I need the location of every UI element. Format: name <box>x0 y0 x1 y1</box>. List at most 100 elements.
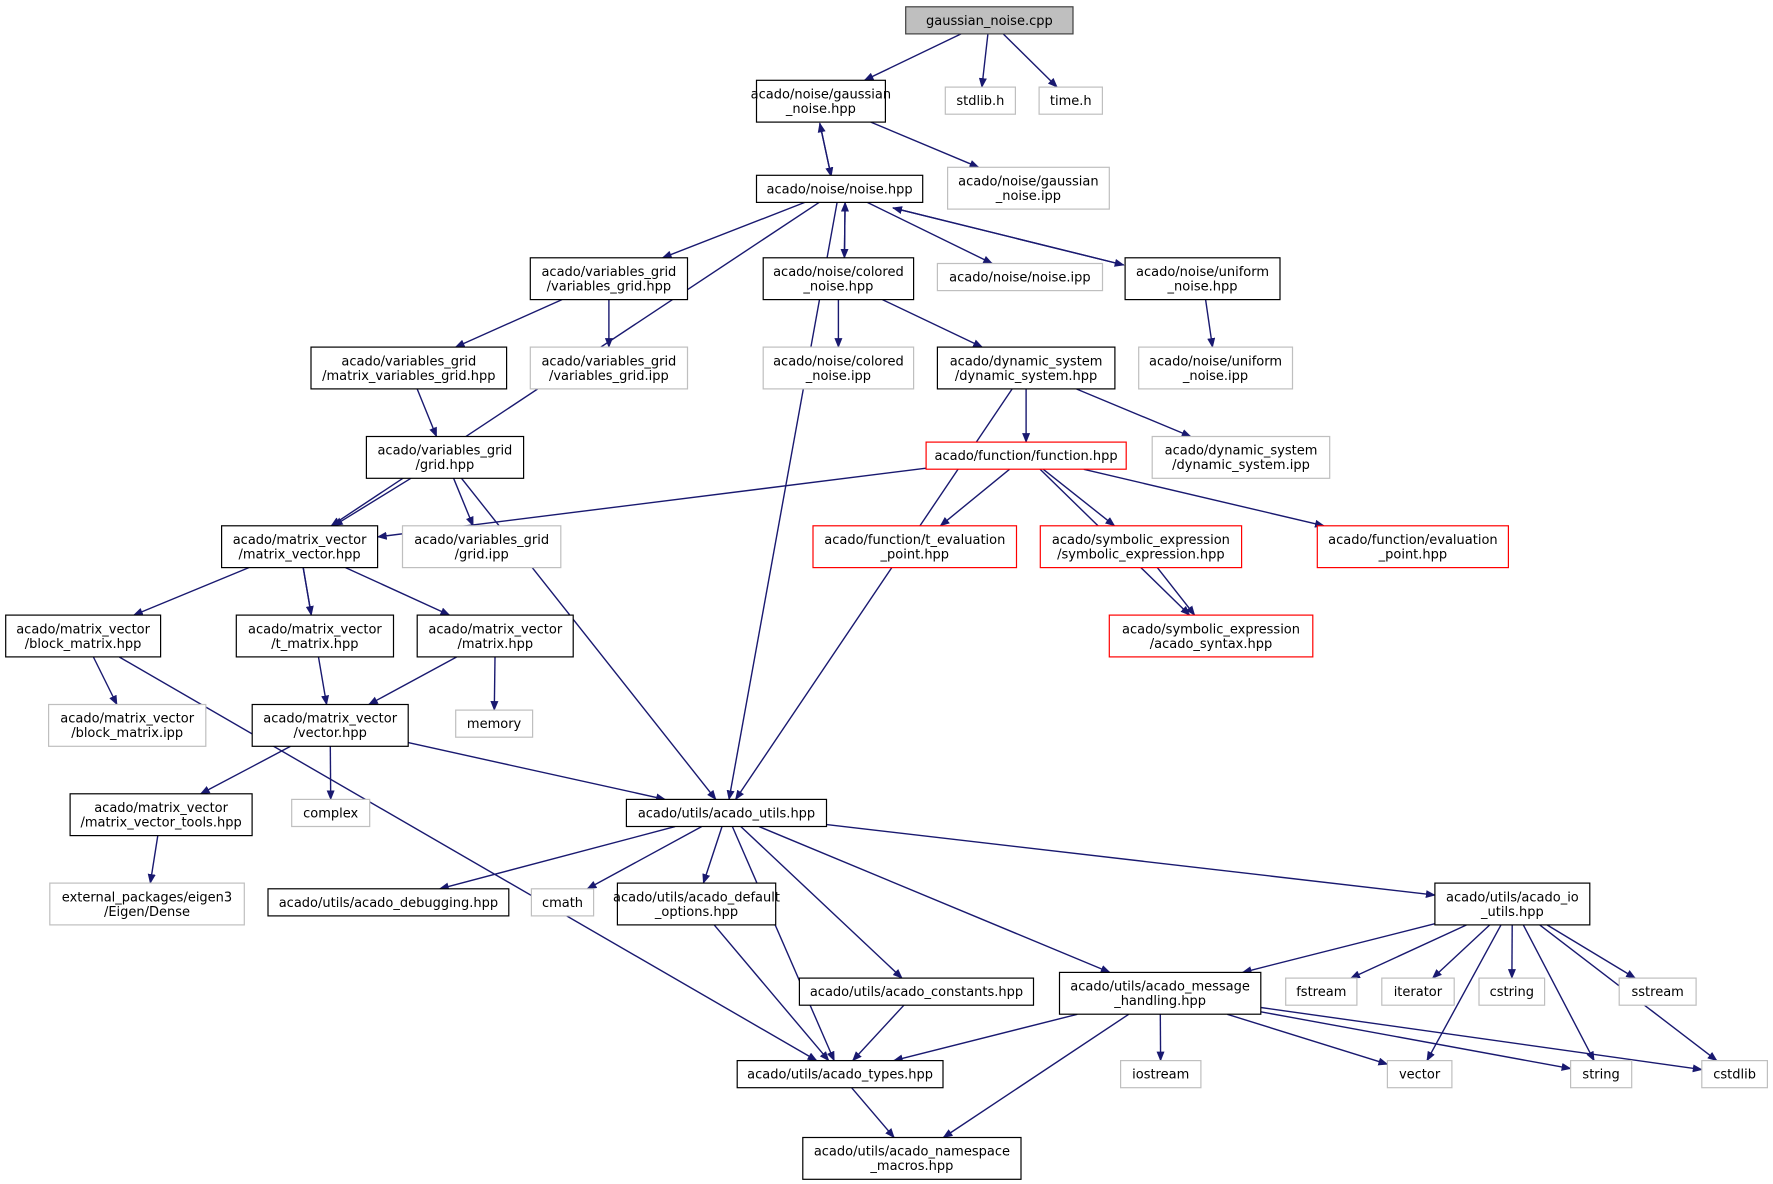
node-se-hpp[interactable]: acado/symbolic_expression/symbolic_expre… <box>1039 525 1243 569</box>
node-msg-hpp[interactable]: acado/utils/acado_message_handling.hpp <box>1058 971 1262 1015</box>
node-ds-hpp[interactable]: acado/dynamic_system/dynamic_system.hpp <box>936 346 1116 390</box>
node-vg-hpp[interactable]: acado/variables_grid/variables_grid.hpp <box>529 257 689 301</box>
node-box <box>235 614 395 658</box>
node-label-line: /matrix_vector_tools.hpp <box>80 815 241 830</box>
node-cn-hpp[interactable]: acado/noise/colored_noise.hpp <box>762 257 915 301</box>
edge-se_hpp-to-syn_hpp <box>1156 567 1196 616</box>
node-label-line: /Eigen/Dense <box>104 905 190 920</box>
node-label-line: acado/variables_grid <box>541 354 676 369</box>
node-label-line: acado/noise/noise.ipp <box>949 271 1090 286</box>
node-box <box>905 6 1074 35</box>
node-box <box>69 793 253 837</box>
edge-const_hpp-to-types_hpp <box>852 1004 905 1062</box>
node-box <box>5 614 162 658</box>
node-box <box>762 257 915 301</box>
node-label-line: acado/matrix_vector <box>263 712 397 727</box>
node-box <box>1119 1059 1202 1089</box>
node-label-line: /block_matrix.hpp <box>25 637 142 652</box>
edge-func_hpp-to-se_hpp <box>1042 468 1116 527</box>
node-label-line: acado/matrix_vector <box>248 622 382 637</box>
node-box <box>936 346 1116 390</box>
node-box <box>1124 257 1281 301</box>
node-label-line: acado/noise/uniform <box>1136 265 1269 280</box>
node-box <box>251 703 409 747</box>
node-sstream: sstream <box>1618 977 1697 1006</box>
node-box <box>736 1059 944 1089</box>
node-mv-hpp[interactable]: acado/matrix_vector/matrix_vector.hpp <box>221 525 379 569</box>
node-label-line: /acado_syntax.hpp <box>1150 637 1273 652</box>
node-mvt-hpp[interactable]: acado/matrix_vector/matrix_vector_tools.… <box>69 793 253 837</box>
node-box <box>812 525 1018 569</box>
edge-un_hpp-to-un_ipp <box>1204 299 1216 349</box>
node-root[interactable]: gaussian_noise.cpp <box>905 6 1074 35</box>
node-box <box>529 257 689 301</box>
node-box <box>365 435 525 479</box>
node-tev-hpp[interactable]: acado/function/t_evaluation_point.hpp <box>812 525 1018 569</box>
node-label-line: acado/utils/acado_io <box>1446 890 1579 905</box>
node-fstream: fstream <box>1285 977 1358 1006</box>
node-box <box>1039 525 1243 569</box>
node-vg-ipp: acado/variables_grid/variables_grid.ipp <box>529 346 689 390</box>
node-io-hpp[interactable]: acado/utils/acado_io_utils.hpp <box>1434 882 1591 926</box>
node-mvg-hpp[interactable]: acado/variables_grid/matrix_variables_gr… <box>310 346 508 390</box>
node-label-line: acado/matrix_vector <box>16 622 150 637</box>
edge-root-to-gn_hpp <box>863 33 962 81</box>
edge-io_hpp-to-msg_hpp <box>1241 923 1436 975</box>
node-label-line: fstream <box>1296 985 1346 1000</box>
node-box <box>925 441 1127 470</box>
node-label-line: _point.hpp <box>880 548 950 563</box>
node-box <box>267 888 510 917</box>
node-func-hpp[interactable]: acado/function/function.hpp <box>925 441 1127 470</box>
node-gn-hpp[interactable]: acado/noise/gaussian_noise.hpp <box>751 79 891 123</box>
node-noise-hpp[interactable]: acado/noise/noise.hpp <box>755 174 924 204</box>
node-label-line: /symbolic_expression.hpp <box>1057 548 1225 563</box>
node-box <box>455 709 534 738</box>
node-syn-hpp[interactable]: acado/symbolic_expression/acado_syntax.h… <box>1108 614 1314 658</box>
node-label-line: /matrix_variables_grid.hpp <box>322 369 495 384</box>
node-label-line: _noise.hpp <box>785 102 856 117</box>
node-box <box>49 882 245 926</box>
node-un-hpp[interactable]: acado/noise/uniform_noise.hpp <box>1124 257 1281 301</box>
node-const-hpp[interactable]: acado/utils/acado_constants.hpp <box>798 977 1035 1006</box>
node-label-line: /block_matrix.ipp <box>71 726 183 741</box>
node-label-line: vector <box>1399 1068 1441 1083</box>
edge-root-to-stdlib_h <box>978 33 989 89</box>
node-label-line: cstdlib <box>1713 1068 1756 1083</box>
node-types-hpp[interactable]: acado/utils/acado_types.hpp <box>736 1059 944 1089</box>
edge-mat_hpp-to-vec_hpp <box>367 656 457 706</box>
node-iterator: iterator <box>1381 977 1455 1006</box>
node-grid-hpp[interactable]: acado/variables_grid/grid.hpp <box>365 435 525 479</box>
node-label-line: acado/function/evaluation <box>1328 533 1498 548</box>
node-label-line: /variables_grid.ipp <box>549 369 669 384</box>
node-label-line: acado/function/function.hpp <box>935 449 1118 464</box>
node-box <box>944 86 1016 115</box>
node-label-line: /dynamic_system.hpp <box>955 369 1097 384</box>
edge-io_hpp-to-sstream <box>1546 924 1637 979</box>
node-mat-hpp[interactable]: acado/matrix_vector/matrix.hpp <box>416 614 574 658</box>
node-label-line: acado/utils/acado_namespace <box>814 1145 1010 1160</box>
node-box <box>1434 882 1591 926</box>
node-au-hpp[interactable]: acado/utils/acado_utils.hpp <box>625 798 828 828</box>
node-dbg-hpp[interactable]: acado/utils/acado_debugging.hpp <box>267 888 510 917</box>
node-label-line: _macros.hpp <box>869 1159 953 1174</box>
node-vec-hpp[interactable]: acado/matrix_vector/vector.hpp <box>251 703 409 747</box>
node-tm-hpp[interactable]: acado/matrix_vector/t_matrix.hpp <box>235 614 395 658</box>
node-def-hpp[interactable]: acado/utils/acado_default_options.hpp <box>613 882 780 926</box>
node-ns-hpp[interactable]: acado/utils/acado_namespace_macros.hpp <box>802 1136 1022 1180</box>
node-bm-hpp[interactable]: acado/matrix_vector/block_matrix.hpp <box>5 614 162 658</box>
node-box <box>1386 1059 1453 1089</box>
edge-types_hpp-to-ns_hpp <box>851 1087 895 1139</box>
node-ev-hpp[interactable]: acado/function/evaluation_point.hpp <box>1316 525 1510 569</box>
node-box <box>310 346 508 390</box>
node-box <box>946 166 1110 210</box>
node-label-line: acado/dynamic_system <box>1165 444 1318 459</box>
edge-noise_hpp-to-noise_ipp <box>866 201 994 265</box>
node-box <box>291 798 371 828</box>
edge-io_hpp-to-string <box>1522 924 1595 1062</box>
node-gn-ipp: acado/noise/gaussian_noise.ipp <box>946 166 1110 210</box>
node-label-line: acado/noise/gaussian <box>751 88 891 103</box>
node-label-line: string <box>1582 1068 1619 1083</box>
node-box <box>529 346 689 390</box>
node-label-line: /vector.hpp <box>294 726 367 741</box>
node-cmath: cmath <box>530 888 595 917</box>
